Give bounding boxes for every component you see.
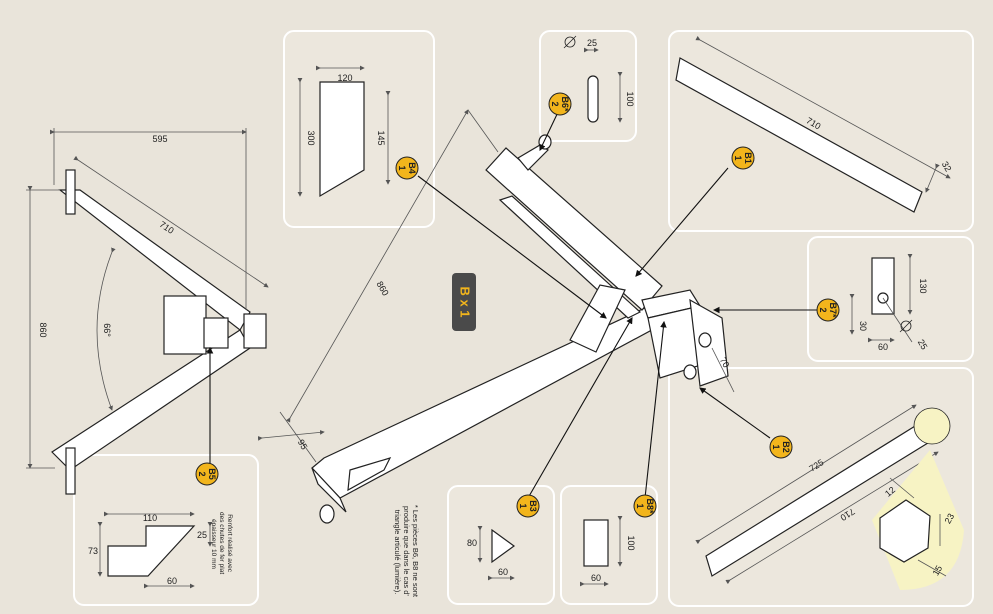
dim-b6-length: 100 <box>625 91 635 106</box>
pivot-block <box>203 317 229 349</box>
dim-assembly-angle: 66° <box>102 323 112 337</box>
dim-end-offset: 70 <box>718 356 732 370</box>
dim-b3-height: 80 <box>467 538 477 548</box>
svg-text:1: 1 <box>397 165 407 170</box>
b3-triangle <box>491 528 516 564</box>
svg-text:B6*: B6* <box>560 96 570 112</box>
lower-leg <box>51 329 251 471</box>
hinge-hole-2 <box>683 364 697 380</box>
pin-b6-end <box>538 134 552 150</box>
badge-b4: B4 1 <box>395 156 419 180</box>
svg-text:1: 1 <box>635 503 645 508</box>
b7-plate <box>871 257 895 315</box>
badge-b1: B1 1 <box>731 146 755 170</box>
long-bar-end <box>311 467 347 513</box>
dim-long-bar-end: 95 <box>296 438 310 452</box>
dim-b7-width: 60 <box>878 342 888 352</box>
dim-b5-left: 73 <box>88 546 98 556</box>
b4-part <box>319 81 365 198</box>
dim-b1-width: 32 <box>940 160 954 174</box>
badge-b3: B3 1 <box>516 494 540 518</box>
dim-assembly-width: 595 <box>152 134 167 144</box>
hinge-clevis <box>243 313 267 349</box>
hinge-hole-1 <box>698 332 712 348</box>
center-support <box>569 284 626 353</box>
panel-b1 <box>668 30 974 232</box>
detail-b6: 25 100 <box>563 35 635 123</box>
dim-b8-height: 100 <box>626 535 636 550</box>
quantity-badge: B x 1 <box>452 273 476 331</box>
upper-bar <box>485 147 663 311</box>
b2-profile <box>879 499 931 563</box>
pin-b6 <box>517 144 549 171</box>
detail-b4: 120 300 145 <box>297 65 391 198</box>
main-3d-view: 860 95 70 <box>257 107 830 524</box>
assembly-view: 595 860 710 66° <box>26 128 269 495</box>
detail-b2: 725 710 12 23 15 <box>695 404 964 590</box>
dim-long-bar: 860 <box>375 279 391 297</box>
dim-b2-a: 12 <box>883 485 897 499</box>
detail-b5: 110 73 25 60 Renfort réalisé avec des ch… <box>88 511 233 589</box>
lower-end-plate <box>65 447 76 495</box>
svg-text:B4: B4 <box>407 162 417 174</box>
b6-pin <box>587 75 599 123</box>
footnote: * Les pièces B6, B8 ne sont produire que… <box>393 505 420 599</box>
badge-b5: B5 2 <box>195 462 219 486</box>
dim-b7-height: 130 <box>918 278 928 293</box>
b5-note-line-3: épaisseur 10 mm <box>210 519 217 569</box>
svg-text:B1: B1 <box>743 152 753 164</box>
svg-text:B2: B2 <box>781 441 791 453</box>
b5-plate <box>107 525 196 577</box>
dim-b2-b: 23 <box>943 512 957 526</box>
badge-b6: B6* 2 <box>548 92 572 116</box>
dim-b5-bottom: 60 <box>167 576 177 586</box>
svg-text:Renfort réalisé avec des: Renfort réalisé avec des chutes de fer p… <box>210 512 233 576</box>
detail-b7: 130 30 60 25 <box>849 254 930 352</box>
detail-b3: 80 60 <box>467 526 516 581</box>
detail-b8: 100 60 <box>580 516 636 587</box>
diameter-icon <box>564 36 576 48</box>
end-gusset <box>347 457 392 492</box>
dim-b7-diameter: 25 <box>916 338 930 352</box>
dim-b7-hole: 30 <box>858 321 868 331</box>
reinforcement-plate <box>163 295 207 355</box>
badge-b8: B8* 1 <box>633 494 657 518</box>
dim-b2-c: 15 <box>931 564 945 578</box>
svg-text:B8*: B8* <box>645 498 655 514</box>
dim-b3-width: 60 <box>498 567 508 577</box>
badge-b2: B2 1 <box>769 435 793 459</box>
quantity-badge-text: B x 1 <box>458 286 473 317</box>
dim-b8-width: 60 <box>591 573 601 583</box>
badge-b7: B7* 2 <box>816 298 840 322</box>
dim-b4-top: 120 <box>337 73 352 83</box>
svg-text:2: 2 <box>550 101 560 106</box>
svg-text:1: 1 <box>733 155 743 160</box>
dim-b4-right: 145 <box>376 130 386 145</box>
svg-text:1: 1 <box>771 444 781 449</box>
b5-note-line-2: des chutes de fer plat <box>218 512 225 574</box>
panel-b8 <box>560 485 658 605</box>
svg-text:1: 1 <box>518 503 528 508</box>
dim-b6-diameter: 25 <box>587 38 597 48</box>
svg-text:B3: B3 <box>528 500 538 512</box>
b2-detail-circle <box>913 407 951 445</box>
dim-b5-top: 110 <box>143 513 157 523</box>
upper-end-plate <box>65 169 76 215</box>
svg-text:2: 2 <box>818 307 828 312</box>
dim-assembly-height: 860 <box>38 322 48 337</box>
part-badges: B1 1 B2 1 B3 1 B4 1 B5 2 B6* 2 <box>195 92 840 518</box>
end-pin <box>319 504 335 524</box>
b8-plate <box>583 519 609 567</box>
dim-assembly-leg: 710 <box>158 219 176 236</box>
b5-note-line-1: Renfort réalisé avec <box>226 514 233 573</box>
svg-text:B5: B5 <box>207 468 217 480</box>
dim-b4-left: 300 <box>306 130 316 145</box>
svg-text:B7*: B7* <box>828 302 838 318</box>
svg-text:2: 2 <box>197 471 207 476</box>
dim-b5-right: 25 <box>197 530 207 540</box>
